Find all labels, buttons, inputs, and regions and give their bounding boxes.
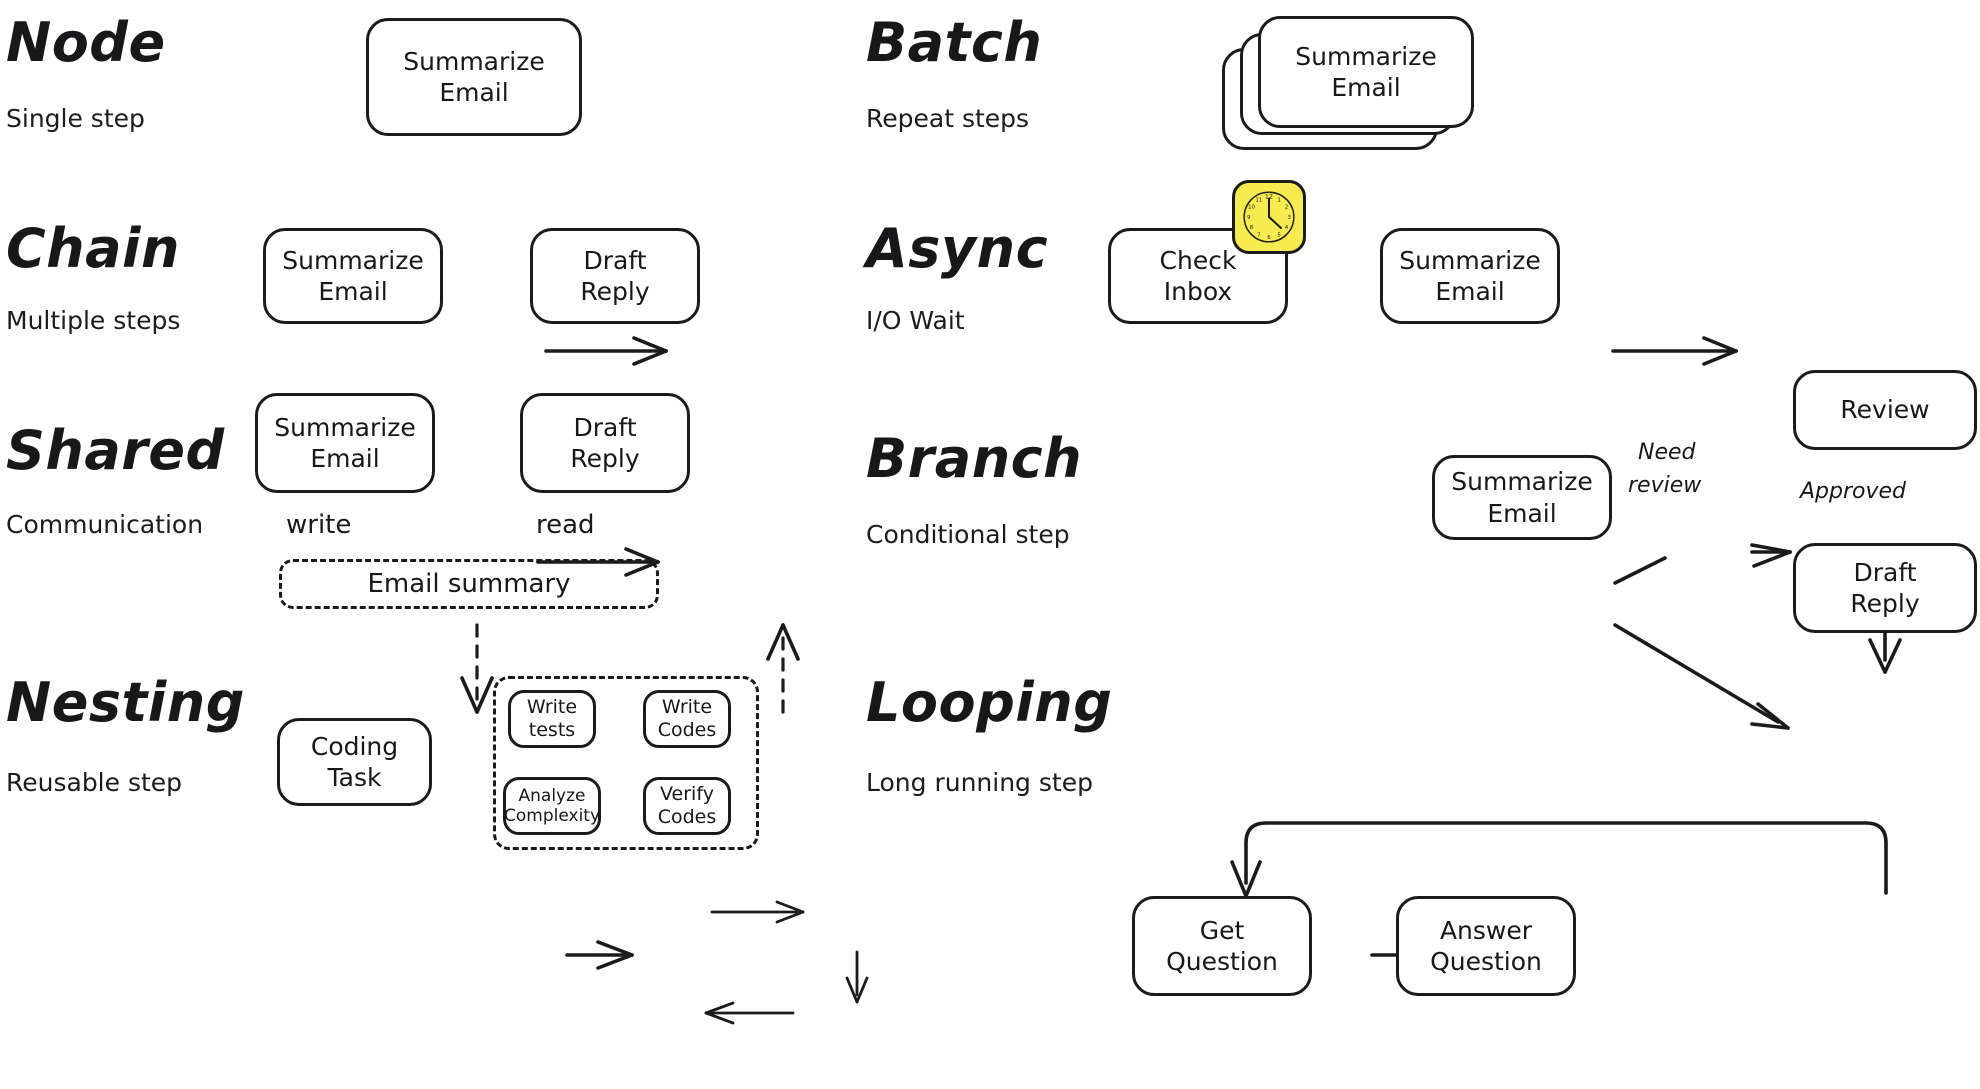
shared-node-draft-reply[interactable]: Draft Reply — [520, 393, 690, 493]
batch-node-summarize-email[interactable]: Summarize Email — [1258, 16, 1474, 128]
edge-label-need: Need — [1638, 440, 1696, 465]
svg-text:12: 12 — [1265, 193, 1273, 201]
section-subtitle-async: I/O Wait — [866, 306, 965, 335]
looping-node-get-question[interactable]: Get Question — [1132, 896, 1312, 996]
section-title-node: Node — [6, 11, 166, 74]
async-node-summarize-email[interactable]: Summarize Email — [1380, 228, 1560, 324]
section-title-async: Async — [866, 217, 1049, 280]
nesting-subflow-container — [493, 676, 759, 850]
nesting-node-verify-codes[interactable]: Verify Codes — [643, 777, 731, 835]
section-title-looping: Looping — [866, 671, 1113, 734]
section-subtitle-nesting: Reusable step — [6, 768, 183, 797]
branch-node-summarize-email[interactable]: Summarize Email — [1432, 455, 1612, 540]
nesting-node-write-tests[interactable]: Write tests — [508, 690, 596, 748]
svg-text:11: 11 — [1255, 197, 1262, 203]
nesting-node-coding-task[interactable]: Coding Task — [277, 718, 432, 806]
svg-text:8: 8 — [1250, 225, 1254, 231]
svg-text:4: 4 — [1285, 225, 1289, 231]
svg-text:9: 9 — [1247, 215, 1251, 221]
section-subtitle-shared: Communication — [6, 510, 204, 539]
node-summarize-email[interactable]: Summarize Email — [366, 18, 582, 136]
clock-icon: 12 1 2 3 4 5 6 7 8 9 10 11 — [1232, 180, 1306, 254]
branch-node-draft-reply[interactable]: Draft Reply — [1793, 543, 1977, 633]
section-title-chain: Chain — [6, 217, 180, 280]
edge-label-approved: Approved — [1800, 479, 1907, 504]
section-title-batch: Batch — [866, 11, 1043, 74]
section-title-shared: Shared — [6, 419, 225, 482]
edge-label-read: read — [536, 510, 595, 540]
svg-text:3: 3 — [1287, 215, 1291, 221]
edge-label-review: review — [1628, 473, 1702, 498]
svg-text:10: 10 — [1248, 205, 1255, 211]
chain-node-draft-reply[interactable]: Draft Reply — [530, 228, 700, 324]
nesting-node-write-codes[interactable]: Write Codes — [643, 690, 731, 748]
shared-node-summarize-email[interactable]: Summarize Email — [255, 393, 435, 493]
svg-text:2: 2 — [1285, 205, 1289, 211]
section-subtitle-chain: Multiple steps — [6, 306, 181, 335]
edge-label-write: write — [286, 510, 352, 540]
chain-node-summarize-email[interactable]: Summarize Email — [263, 228, 443, 324]
svg-text:7: 7 — [1257, 232, 1261, 238]
svg-text:1: 1 — [1277, 197, 1281, 203]
svg-text:5: 5 — [1277, 232, 1281, 238]
svg-text:6: 6 — [1267, 235, 1271, 241]
looping-node-answer-question[interactable]: Answer Question — [1396, 896, 1576, 996]
branch-node-review[interactable]: Review — [1793, 370, 1977, 450]
nesting-node-analyze-complexity[interactable]: Analyze Complexity — [503, 777, 601, 835]
section-title-nesting: Nesting — [6, 671, 245, 734]
section-subtitle-branch: Conditional step — [866, 520, 1070, 549]
section-subtitle-looping: Long running step — [866, 768, 1093, 797]
shared-store-email-summary[interactable]: Email summary — [279, 559, 659, 609]
section-subtitle-node: Single step — [6, 104, 145, 133]
section-title-branch: Branch — [866, 427, 1083, 490]
section-subtitle-batch: Repeat steps — [866, 104, 1030, 133]
